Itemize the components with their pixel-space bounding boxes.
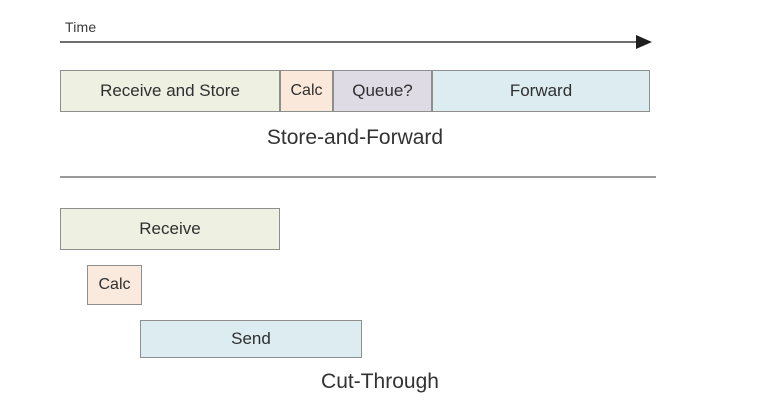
stage-label: Calc [290, 82, 323, 99]
time-axis-label: Time [65, 19, 97, 35]
stage-box-forward[interactable]: Forward [432, 70, 650, 112]
stage-label: Receive [139, 219, 201, 238]
stage-box-receive[interactable]: Receive [60, 208, 280, 250]
stage-label: Queue? [352, 81, 413, 100]
stage-box-receive-and-store[interactable]: Receive and Store [60, 70, 280, 112]
stage-label: Forward [509, 81, 573, 100]
stage-label: Receive and Store [100, 81, 240, 100]
arrow-right-icon [60, 35, 652, 49]
section-divider [60, 176, 656, 178]
stage-label: Calc [98, 276, 131, 293]
stage-box-calc-cut-through[interactable]: Calc [87, 265, 142, 305]
stage-box-calc[interactable]: Calc [280, 70, 333, 112]
section-caption-store-and-forward: Store-and-Forward [266, 126, 444, 149]
section-caption-cut-through: Cut-Through [321, 370, 439, 393]
stage-box-queue[interactable]: Queue? [333, 70, 432, 112]
stage-box-send[interactable]: Send [140, 320, 362, 358]
stage-label: Send [231, 329, 271, 348]
